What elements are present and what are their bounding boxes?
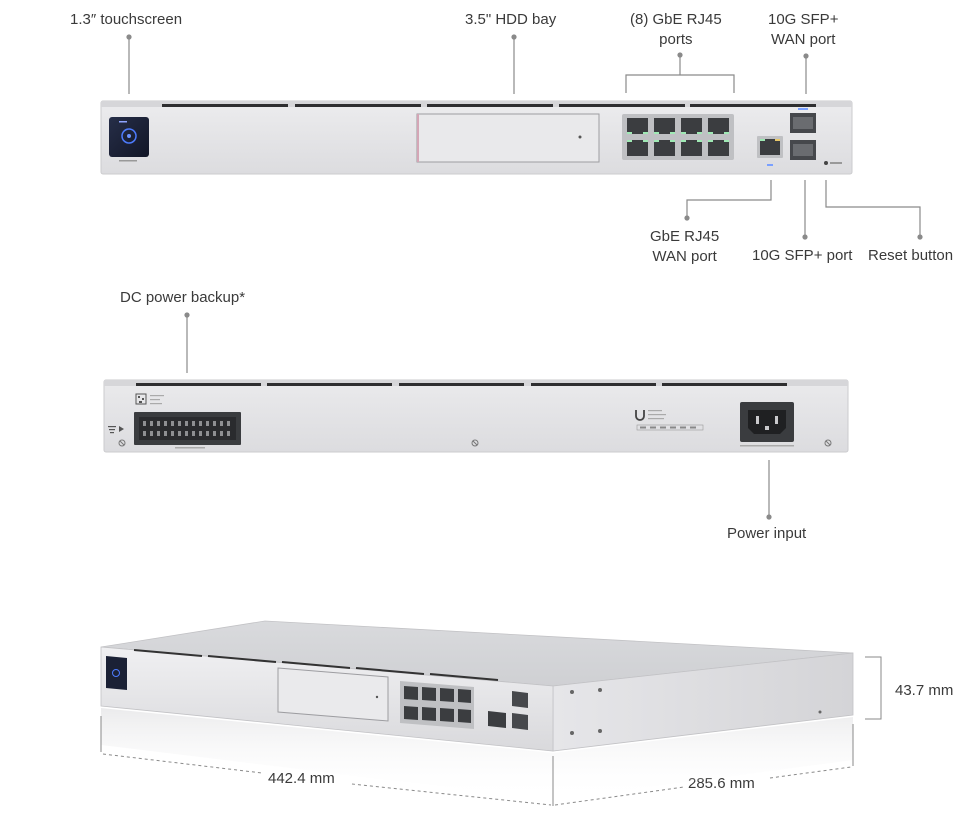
label-height: 43.7 mm	[895, 682, 954, 699]
perspective-rj45-wan-icon	[488, 711, 506, 728]
label-rj45-ports-line2: ports	[659, 31, 693, 48]
rear-leader-lines	[184, 312, 772, 520]
front-illustration	[100, 34, 923, 240]
dimension-lines	[100, 656, 882, 806]
label-rj45-ports: (8) GbE RJ45 ports	[630, 10, 722, 50]
regulatory-marks-icon	[636, 424, 704, 431]
ubiquiti-logo-icon	[635, 410, 666, 421]
hdd-bay-icon	[416, 113, 600, 163]
perspective-screws-icon	[570, 688, 822, 735]
label-rj45-wan-line1: GbE RJ45	[650, 228, 720, 245]
rear-vent-slots	[136, 383, 787, 386]
label-sfp-wan-line2: WAN port	[771, 31, 836, 48]
label-power-input: Power input	[727, 525, 807, 542]
label-rj45-wan: GbE RJ45 WAN port	[650, 227, 719, 267]
rj45-ports-icon	[622, 114, 734, 160]
front-leader-lines	[126, 34, 923, 240]
perspective-hdd-bay-icon	[277, 667, 389, 722]
power-inlet-icon	[740, 402, 794, 447]
front-vent-slots	[162, 104, 816, 107]
label-rj45-ports-line1: (8) GbE RJ45	[630, 11, 722, 28]
screw-icon	[118, 439, 832, 447]
sfp-ports-icon	[790, 108, 816, 160]
ground-symbol-icon	[108, 426, 124, 434]
device-reflection	[101, 708, 853, 800]
label-sfp-port: 10G SFP+ port	[752, 247, 853, 264]
qr-code-icon	[135, 393, 164, 405]
label-sfp-wan: 10G SFP+ WAN port	[768, 10, 838, 50]
rj45-wan-icon	[757, 136, 783, 166]
label-rj45-wan-line2: WAN port	[652, 248, 717, 265]
perspective-rj45-ports-icon	[400, 681, 474, 729]
label-sfp-wan-line1: 10G SFP+	[768, 11, 839, 28]
label-reset-button: Reset button	[868, 247, 954, 264]
label-dc-backup: DC power backup*	[120, 289, 246, 306]
perspective-touchscreen-icon	[106, 656, 127, 690]
rear-illustration	[103, 312, 849, 520]
perspective-vent-slots	[133, 649, 499, 681]
reset-button-icon	[824, 161, 842, 165]
dc-backup-connector-icon	[134, 412, 241, 449]
touchscreen-icon	[109, 117, 149, 162]
perspective-sfp-ports-icon	[512, 691, 528, 730]
label-width: 442.4 mm	[268, 770, 335, 787]
label-touchscreen: 1.3″ touchscreen	[70, 11, 183, 28]
label-hdd-bay: 3.5" HDD bay	[465, 11, 557, 28]
